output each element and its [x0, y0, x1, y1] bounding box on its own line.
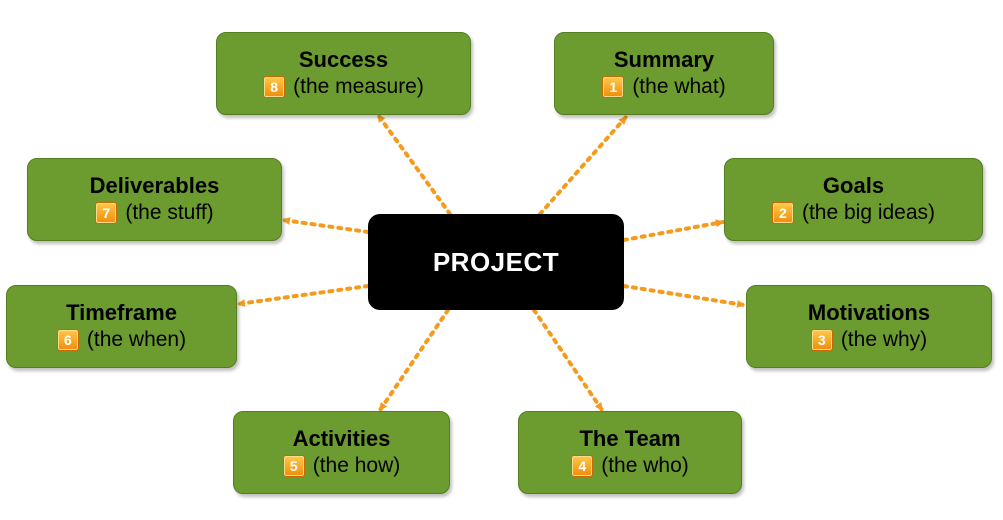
number-badge-icon: 4	[571, 455, 594, 477]
arrow-to-team	[532, 308, 604, 412]
node-goals: Goals 2 (the big ideas)	[724, 158, 983, 241]
node-success: Success 8 (the measure)	[216, 32, 471, 115]
node-subtitle: (the what)	[632, 75, 726, 98]
node-title: The Team	[579, 426, 681, 451]
arrow-to-timeframe	[236, 284, 370, 308]
node-deliverables: Deliverables 7 (the stuff)	[27, 158, 282, 241]
node-title: Goals	[822, 173, 885, 198]
node-subtitle: (the who)	[601, 454, 689, 477]
number-badge-icon: 6	[56, 329, 79, 351]
node-motivations: Motivations 3 (the why)	[746, 285, 992, 368]
number-badge-icon: 2	[771, 202, 794, 224]
arrow-to-activities	[378, 308, 450, 412]
node-title: Deliverables	[89, 173, 220, 198]
node-title: Timeframe	[66, 300, 177, 325]
node-activities: Activities 5 (the how)	[233, 411, 450, 494]
number-badge-icon: 3	[810, 329, 833, 351]
arrow-to-goals	[622, 219, 725, 242]
node-subtitle: (the when)	[86, 328, 187, 351]
number-badge-icon: 7	[95, 202, 118, 224]
node-subtitle: (the big ideas)	[801, 201, 936, 224]
node-title: Activities	[292, 426, 391, 451]
arrow-to-deliverables	[281, 217, 370, 234]
node-subtitle: (the stuff)	[125, 201, 214, 224]
number-badge-icon: 1	[602, 76, 625, 98]
node-team: The Team 4 (the who)	[518, 411, 742, 494]
arrow-to-success	[376, 113, 452, 216]
node-subtitle: (the why)	[840, 328, 928, 351]
node-title: Success	[298, 47, 389, 72]
number-badge-icon: 5	[282, 455, 305, 477]
arrow-to-summary	[538, 115, 628, 216]
project-center-node: PROJECT	[368, 214, 624, 310]
node-summary: Summary 1 (the what)	[554, 32, 774, 115]
number-badge-icon: 8	[263, 76, 286, 98]
node-subtitle: (the measure)	[293, 75, 424, 98]
arrow-to-motivations	[622, 284, 746, 308]
node-timeframe: Timeframe 6 (the when)	[6, 285, 237, 368]
node-title: Motivations	[807, 300, 931, 325]
node-title: Summary	[613, 47, 715, 72]
node-subtitle: (the how)	[312, 454, 401, 477]
project-center-label: PROJECT	[432, 246, 560, 277]
